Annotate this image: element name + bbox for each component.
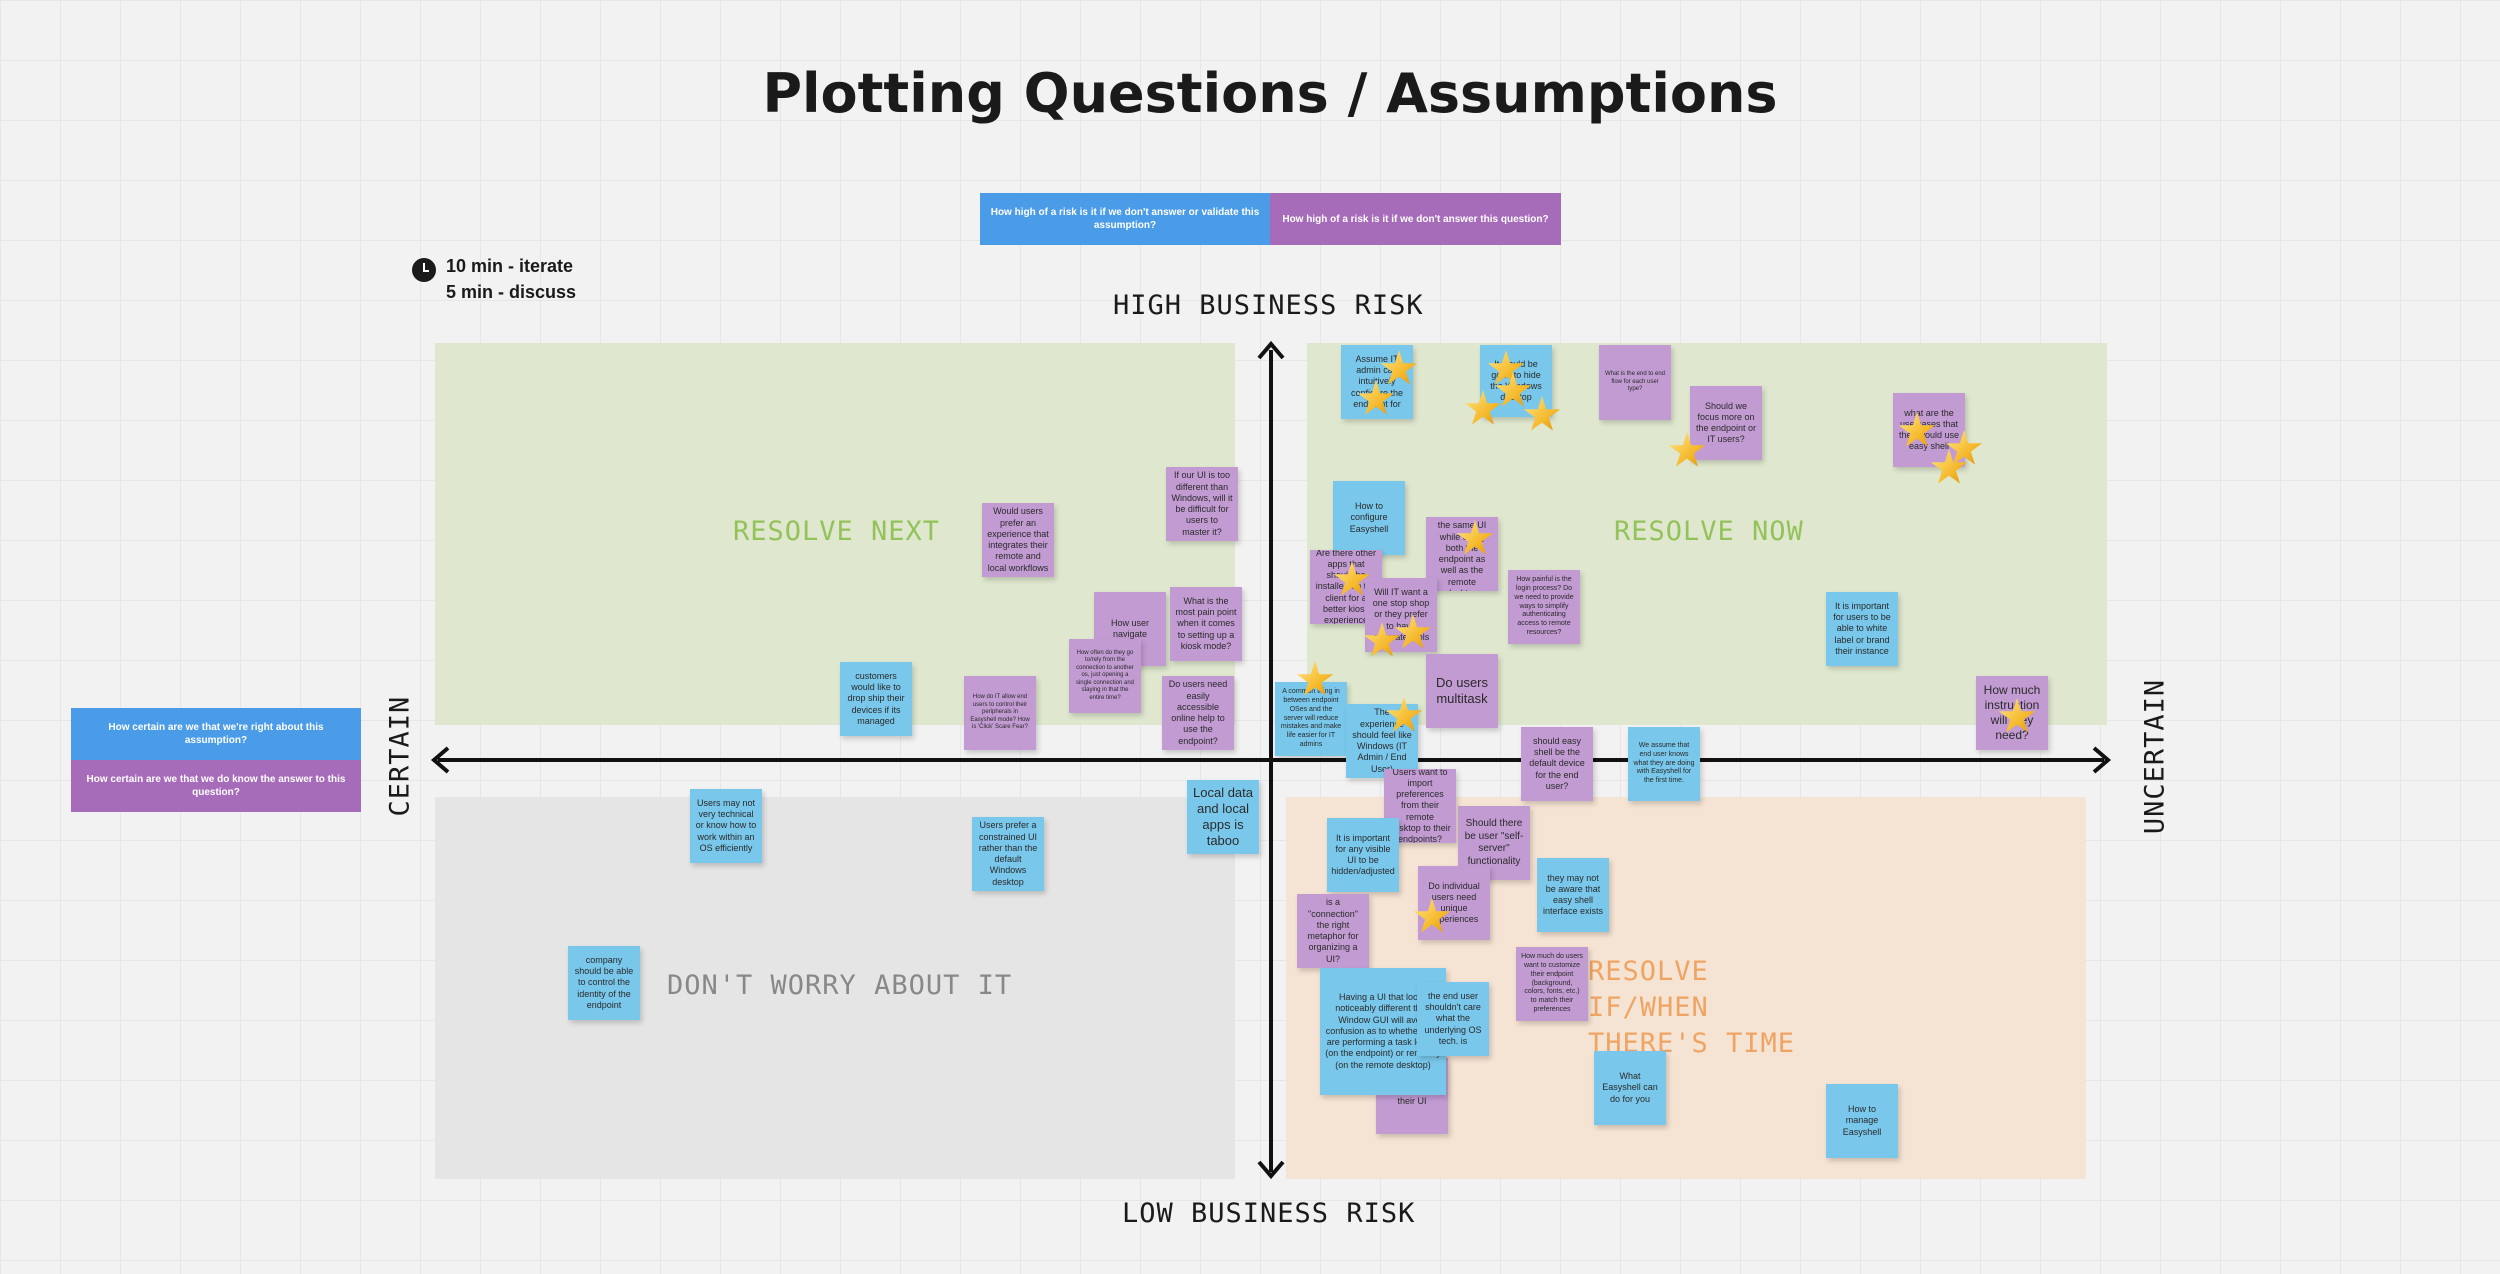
sticky-note-assumption[interactable]: Users may not very technical or know how… — [690, 789, 762, 863]
sticky-note-assumption[interactable]: Local data and local apps is taboo — [1187, 780, 1259, 854]
sticky-note-assumption[interactable]: What Easyshell can do for you — [1594, 1051, 1666, 1125]
sticky-note-assumption[interactable]: It is important for users to be able to … — [1826, 592, 1898, 666]
sticky-note-question[interactable]: Do users need the same UI while using bo… — [1426, 517, 1498, 591]
sticky-note-assumption[interactable]: company should be able to control the id… — [568, 946, 640, 1020]
sticky-note-question[interactable]: How often do they go to/rely from the co… — [1069, 639, 1141, 713]
sticky-note-assumption[interactable]: A common thing in between endpoint OSes … — [1275, 682, 1347, 756]
axis-label-high-risk: HIGH BUSINESS RISK — [1113, 290, 1424, 321]
quadrant-label-resolve-now: RESOLVE NOW — [1614, 516, 1804, 547]
axis-label-low-risk: LOW BUSINESS RISK — [1122, 1198, 1416, 1229]
legend-risk-assumption: How high of a risk is it if we don't ans… — [980, 193, 1270, 245]
sticky-note-question[interactable]: Do users multitask — [1426, 654, 1498, 728]
quadrant-label-dont-worry: DON'T WORRY ABOUT IT — [667, 970, 1013, 1001]
page-title: Plotting Questions / Assumptions — [762, 62, 1778, 125]
sticky-note-assumption[interactable]: How to manage Easyshell — [1826, 1084, 1898, 1158]
sticky-note-assumption[interactable]: Users prefer a constrained UI rather tha… — [972, 817, 1044, 891]
sticky-note-assumption[interactable]: We assume that end user knows what they … — [1628, 727, 1700, 801]
sticky-note-question[interactable]: How much do users want to customize thei… — [1516, 947, 1588, 1021]
sticky-note-question[interactable]: Should we focus more on the endpoint or … — [1690, 386, 1762, 460]
timer-text: 10 min - iterate 5 min - discuss — [446, 253, 576, 305]
arrow-left-icon — [430, 746, 450, 774]
sticky-note-question[interactable]: Do users need easily accessible online h… — [1162, 676, 1234, 750]
sticky-note-question[interactable]: should easy shell be the default device … — [1521, 727, 1593, 801]
legend-risk-question: How high of a risk is it if we don't ans… — [1270, 193, 1561, 245]
sticky-note-question[interactable]: Would users prefer an experience that in… — [982, 503, 1054, 577]
quadrant-label-resolve-next: RESOLVE NEXT — [733, 516, 941, 547]
axis-label-certain: CERTAIN — [384, 695, 416, 817]
sticky-note-question[interactable]: What is the most pain point when it come… — [1170, 587, 1242, 661]
legend-risk: How high of a risk is it if we don't ans… — [980, 193, 1561, 245]
sticky-note-question[interactable]: Users want to import preferences from th… — [1384, 769, 1456, 843]
legend-certainty-question: How certain are we that we do know the a… — [71, 760, 361, 812]
sticky-note-question[interactable]: Should there be user "self-server" funct… — [1458, 806, 1530, 880]
sticky-note-question[interactable]: is a "connection" the right metaphor for… — [1297, 894, 1369, 968]
sticky-note-assumption[interactable]: they may not be aware that easy shell in… — [1537, 858, 1609, 932]
sticky-note-question[interactable]: What is the end to end flow for each use… — [1599, 345, 1671, 420]
sticky-note-assumption[interactable]: customers would like to drop ship their … — [840, 662, 912, 736]
timer-discuss: 5 min - discuss — [446, 282, 577, 302]
sticky-note-assumption[interactable]: How to configure Easyshell — [1333, 481, 1405, 555]
sticky-note-assumption[interactable]: the end user shouldn't care what the und… — [1417, 982, 1489, 1056]
arrow-down-icon — [1257, 1160, 1285, 1180]
sticky-note-question[interactable]: Do individual users need unique experien… — [1418, 866, 1490, 940]
sticky-note-question[interactable]: what are the use cases that they would u… — [1893, 393, 1965, 467]
sticky-note-question[interactable]: How painful is the login process? Do we … — [1508, 570, 1580, 644]
arrow-right-icon — [2092, 746, 2112, 774]
timer-iterate: 10 min - iterate — [446, 256, 574, 276]
sticky-note-question[interactable]: How do IT allow end users to control the… — [964, 676, 1036, 750]
clock-icon — [412, 258, 436, 282]
sticky-note-assumption[interactable]: Assume IT admin can intuitively configur… — [1341, 345, 1413, 419]
sticky-note-assumption[interactable]: It is important for any visible UI to be… — [1327, 818, 1399, 892]
legend-certainty: How certain are we that we're right abou… — [71, 708, 361, 812]
axis-label-uncertain: UNCERTAIN — [2139, 678, 2171, 835]
arrow-up-icon — [1257, 340, 1285, 360]
legend-certainty-assumption: How certain are we that we're right abou… — [71, 708, 361, 760]
sticky-note-question[interactable]: If our UI is too different than Windows,… — [1166, 467, 1238, 541]
